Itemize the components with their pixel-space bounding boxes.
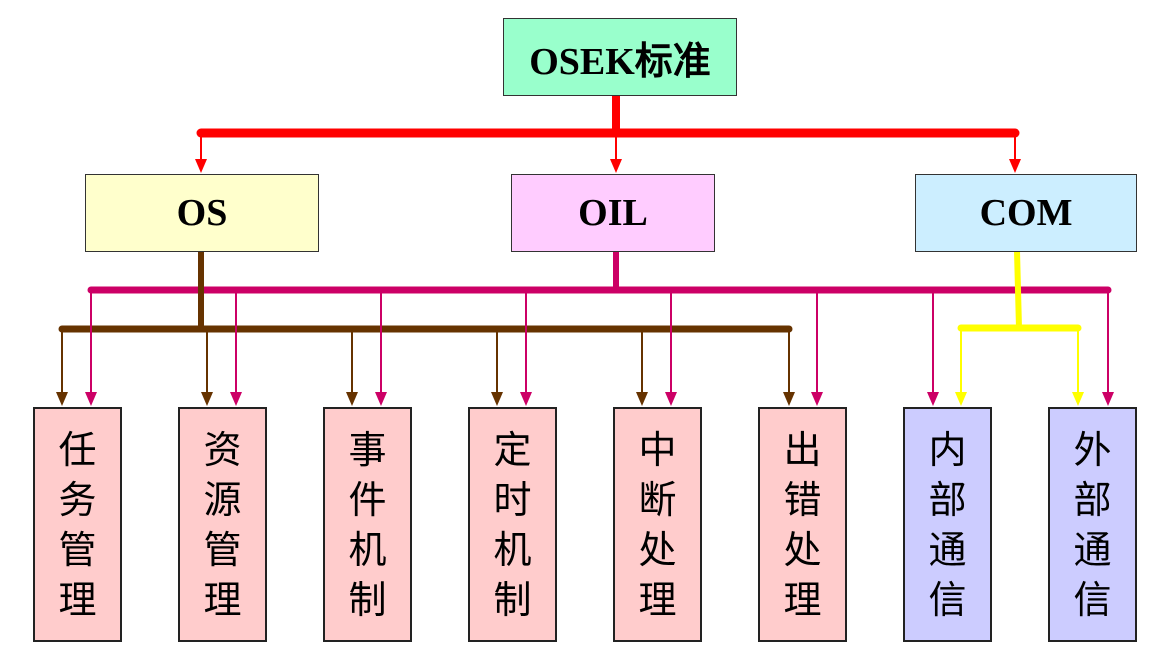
leaf-char: 管	[58, 527, 97, 572]
root-arrow-oil-arrowhead	[610, 159, 622, 173]
leaf-char: 处	[783, 527, 822, 572]
leaf-char: 信	[928, 577, 967, 622]
leaf-char: 理	[638, 577, 677, 622]
root-label: OSEK标准	[529, 40, 711, 83]
leaf-box-event-mechanism: 事件机制	[323, 407, 412, 642]
leaf-char: 理	[203, 577, 242, 622]
leaf-char: 信	[1073, 577, 1112, 622]
leaf-char: 通	[928, 527, 967, 572]
leaf-char: 机	[493, 527, 532, 572]
leaf-box-resource-management: 资源管理	[178, 407, 267, 642]
oil-arrow-external-communication-arrowhead	[1102, 392, 1114, 406]
oil-arrow-resource-management-arrowhead	[230, 392, 242, 406]
leaf-char: 定	[493, 427, 532, 472]
com-arrow-external-communication-arrowhead	[1072, 392, 1084, 406]
module-box-oil: OIL	[511, 174, 715, 252]
leaf-char: 处	[638, 527, 677, 572]
leaf-char: 中	[638, 427, 677, 472]
leaf-char: 任	[58, 427, 97, 472]
leaf-char: 部	[928, 477, 967, 522]
leaf-box-timer-mechanism: 定时机制	[468, 407, 557, 642]
leaf-char: 部	[1073, 477, 1112, 522]
oil-arrow-event-mechanism-arrowhead	[375, 392, 387, 406]
root-box-osek-standard: OSEK标准	[503, 18, 737, 96]
leaf-char: 断	[638, 477, 677, 522]
os-arrow-resource-management-arrowhead	[201, 392, 213, 406]
module-label-oil: OIL	[578, 192, 648, 234]
module-label-com: COM	[979, 192, 1073, 234]
leaf-char: 外	[1073, 427, 1112, 472]
leaf-box-task-management: 任务管理	[33, 407, 122, 642]
os-arrow-error-handling-arrowhead	[783, 392, 795, 406]
leaf-char: 通	[1073, 527, 1112, 572]
oil-arrow-task-management-arrowhead	[85, 392, 97, 406]
leaf-char: 事	[348, 427, 387, 472]
os-arrow-task-management-arrowhead	[56, 392, 68, 406]
oil-arrow-error-handling-arrowhead	[811, 392, 823, 406]
leaf-char: 机	[348, 527, 387, 572]
leaf-char: 理	[783, 577, 822, 622]
root-arrow-os-arrowhead	[195, 159, 207, 173]
leaf-box-external-communication: 外部通信	[1048, 407, 1137, 642]
com-stem	[1014, 250, 1022, 329]
leaf-char: 制	[493, 577, 532, 622]
leaf-box-internal-communication: 内部通信	[903, 407, 992, 642]
leaf-char: 源	[203, 477, 242, 522]
leaf-char: 务	[58, 477, 97, 522]
leaf-char: 管	[203, 527, 242, 572]
oil-arrow-timer-mechanism-arrowhead	[520, 392, 532, 406]
leaf-box-error-handling: 出错处理	[758, 407, 847, 642]
leaf-box-interrupt-handling: 中断处理	[613, 407, 702, 642]
module-label-os: OS	[176, 192, 228, 234]
leaf-char: 时	[493, 477, 532, 522]
leaf-char: 出	[783, 427, 822, 472]
module-box-os: OS	[85, 174, 319, 252]
leaf-char: 内	[928, 427, 967, 472]
oil-arrow-interrupt-handling-arrowhead	[665, 392, 677, 406]
com-arrow-internal-communication-arrowhead	[955, 392, 967, 406]
os-arrow-timer-mechanism-arrowhead	[491, 392, 503, 406]
root-arrow-com-arrowhead	[1009, 159, 1021, 173]
leaf-char: 制	[348, 577, 387, 622]
os-arrow-event-mechanism-arrowhead	[346, 392, 358, 406]
leaf-char: 错	[783, 477, 822, 522]
leaf-char: 理	[58, 577, 97, 622]
leaf-char: 件	[348, 477, 387, 522]
module-box-com: COM	[915, 174, 1137, 252]
os-arrow-interrupt-handling-arrowhead	[636, 392, 648, 406]
leaf-char: 资	[203, 427, 242, 472]
oil-arrow-internal-communication-arrowhead	[927, 392, 939, 406]
